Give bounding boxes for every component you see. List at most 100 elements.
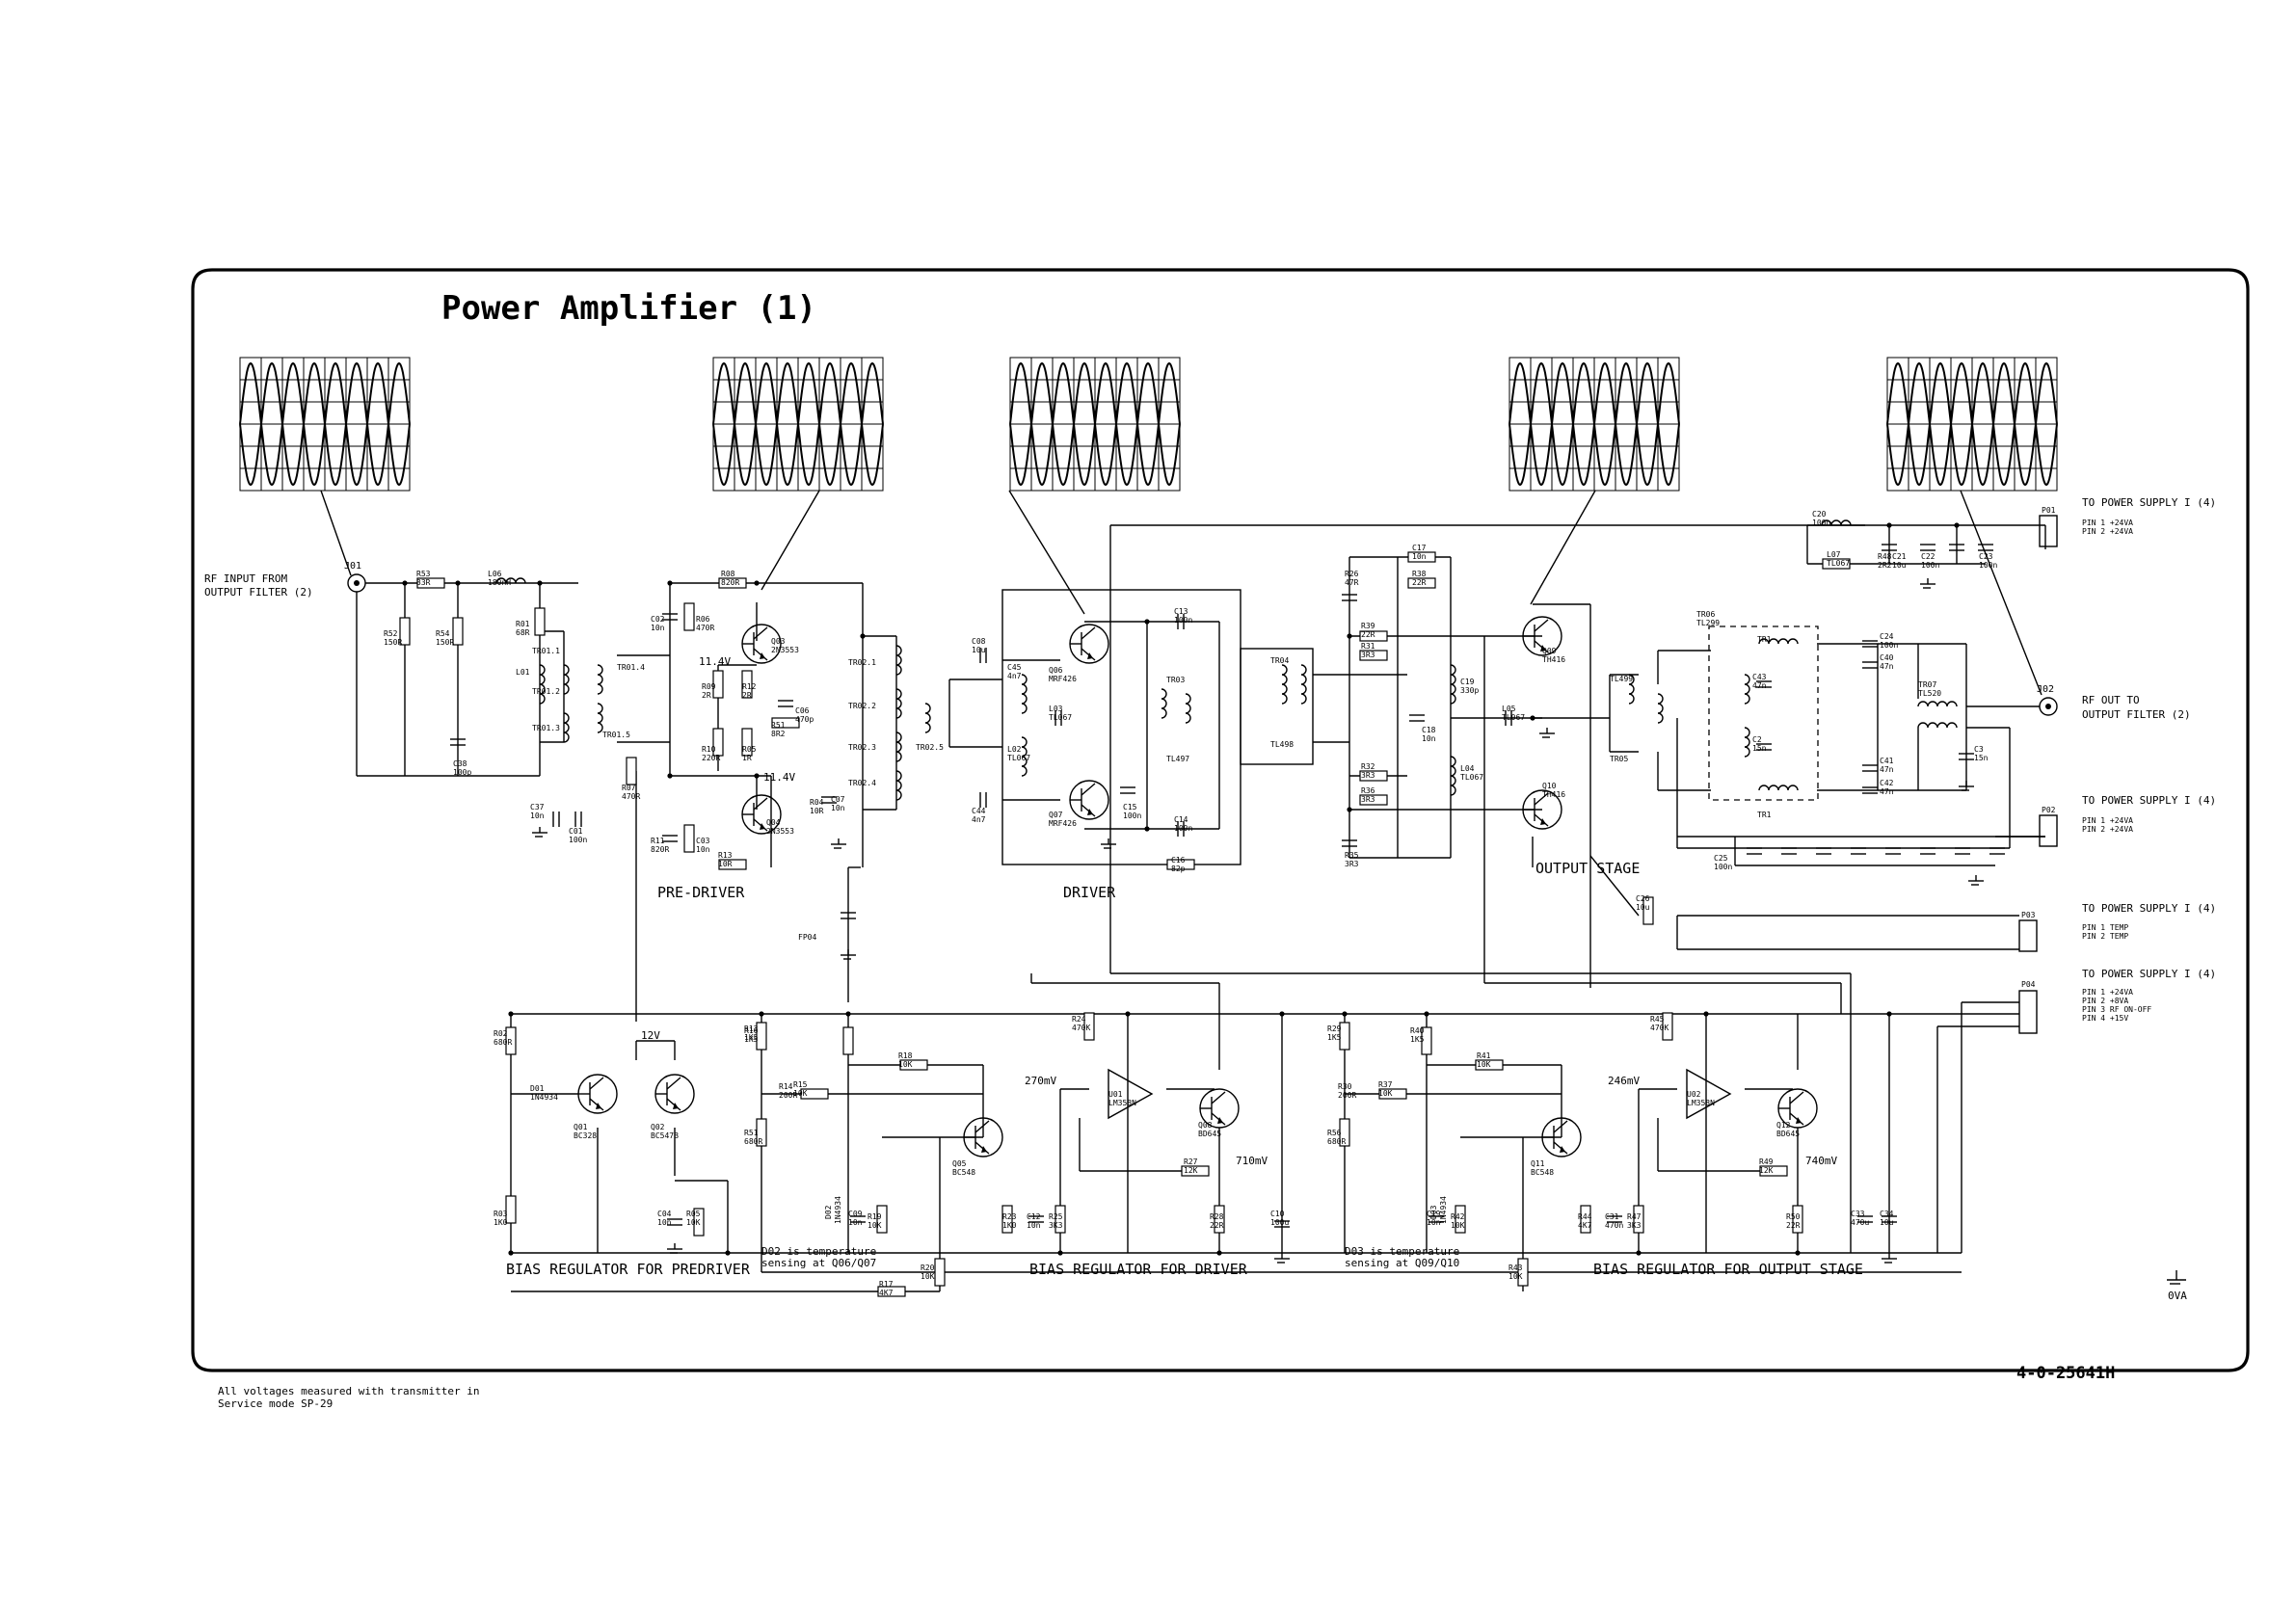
ground-symbol bbox=[667, 1243, 682, 1254]
component-value: 1K5 bbox=[1410, 1035, 1425, 1044]
component-value: 470K bbox=[1072, 1024, 1090, 1032]
resistor-symbol bbox=[1214, 1205, 1225, 1234]
inductor-symbol bbox=[597, 664, 603, 695]
component-ref: R28 bbox=[1210, 1212, 1224, 1221]
inductor-symbol bbox=[895, 770, 902, 801]
component-ref: R10 bbox=[702, 745, 716, 754]
transistor-symbol bbox=[654, 1074, 695, 1114]
capacitor-symbol bbox=[1747, 847, 1762, 855]
component-value: 1K0 bbox=[1002, 1221, 1017, 1230]
svg-text:TL520: TL520 bbox=[1918, 689, 1941, 698]
component-ref: C25 bbox=[1714, 854, 1728, 863]
ground-symbol bbox=[831, 838, 846, 849]
svg-text:RF INPUT FROM: RF INPUT FROM bbox=[204, 572, 287, 585]
inductor-symbol bbox=[1917, 701, 1958, 707]
junction-dot bbox=[754, 773, 760, 779]
capacitor-symbol bbox=[1920, 847, 1936, 855]
svg-text:Q12: Q12 bbox=[1776, 1121, 1791, 1130]
svg-text:Q09: Q09 bbox=[1542, 647, 1557, 655]
resistor-symbol bbox=[1339, 1022, 1350, 1051]
resistor-symbol bbox=[1181, 1165, 1210, 1177]
component-value: 10R bbox=[810, 807, 824, 815]
capacitor-symbol bbox=[450, 738, 466, 746]
ground-symbol bbox=[1920, 578, 1936, 589]
component-value: 100n bbox=[1921, 561, 1939, 570]
ground-symbol bbox=[841, 949, 856, 960]
svg-text:BC547B: BC547B bbox=[651, 1131, 679, 1140]
component-ref: C26 bbox=[1636, 894, 1650, 903]
transistor-symbol bbox=[1199, 1088, 1240, 1129]
component-value: 10u bbox=[972, 646, 986, 654]
svg-text:D03: D03 bbox=[1429, 1205, 1438, 1219]
svg-text:sensing at Q09/Q10: sensing at Q09/Q10 bbox=[1345, 1257, 1459, 1269]
capacitor-symbol bbox=[1428, 1215, 1444, 1223]
component-value: 470R bbox=[622, 792, 640, 801]
transistor-symbol bbox=[741, 624, 782, 664]
capacitor-symbol bbox=[841, 912, 856, 919]
bias-wiring bbox=[510, 771, 2019, 1292]
junction-dot bbox=[1886, 522, 1892, 528]
component-value: 10K bbox=[1378, 1089, 1393, 1098]
component-ref: C19 bbox=[1427, 1210, 1441, 1218]
component-value: 820R bbox=[651, 845, 669, 854]
component-value: 220R bbox=[702, 754, 720, 762]
component-ref: R05 bbox=[742, 745, 757, 754]
resistor-symbol bbox=[1407, 551, 1436, 563]
component-value: 22R bbox=[1786, 1221, 1801, 1230]
junction-dot bbox=[754, 580, 760, 586]
component-ref: C38 bbox=[453, 759, 467, 768]
component-ref: C44 bbox=[972, 807, 986, 815]
component-ref: R13 bbox=[718, 851, 733, 860]
resistor-symbol bbox=[934, 1258, 946, 1287]
svg-text:MRF426: MRF426 bbox=[1049, 819, 1077, 828]
resistor-symbol bbox=[899, 1059, 928, 1071]
inductor-symbol bbox=[895, 688, 902, 719]
svg-text:BC548: BC548 bbox=[952, 1168, 975, 1177]
component-value: 680R bbox=[1327, 1137, 1346, 1146]
component-ref: L04 bbox=[1460, 764, 1475, 773]
component-value: 10n bbox=[1027, 1221, 1041, 1230]
capacitor-symbol bbox=[1862, 764, 1878, 772]
svg-text:LM358N: LM358N bbox=[1108, 1099, 1136, 1107]
opamp-symbol bbox=[1108, 1068, 1154, 1120]
component-ref: R36 bbox=[1361, 786, 1375, 795]
component-ref: R31 bbox=[1361, 642, 1375, 651]
capacitor-symbol bbox=[1885, 847, 1901, 855]
section-predriver: PRE-DRIVER bbox=[657, 884, 745, 901]
capacitor-symbol bbox=[1955, 847, 1970, 855]
svg-text:Q07: Q07 bbox=[1049, 811, 1063, 819]
component-ref: C13 bbox=[1174, 607, 1188, 616]
section-bias-predriver: BIAS REGULATOR FOR PREDRIVER bbox=[506, 1261, 751, 1278]
resistor-symbol bbox=[718, 859, 747, 870]
svg-text:0VA: 0VA bbox=[2168, 1290, 2187, 1302]
junction-dot bbox=[725, 1250, 731, 1256]
component-value: 470u bbox=[1851, 1218, 1869, 1227]
section-bias-output: BIAS REGULATOR FOR OUTPUT STAGE bbox=[1593, 1261, 1863, 1278]
svg-text:P04: P04 bbox=[2021, 980, 2036, 989]
component-ref: R23 bbox=[1002, 1212, 1017, 1221]
component-value: 10n bbox=[657, 1218, 672, 1227]
component-value: 1K5 bbox=[744, 1033, 759, 1042]
svg-text:U02: U02 bbox=[1687, 1090, 1701, 1099]
component-ref: C41 bbox=[1880, 757, 1894, 765]
component-value: 10K bbox=[1451, 1221, 1465, 1230]
capacitor-symbol bbox=[574, 812, 582, 827]
component-value: 4n7 bbox=[1007, 672, 1022, 680]
inductor-symbol bbox=[563, 712, 570, 743]
svg-text:TH416: TH416 bbox=[1542, 655, 1565, 664]
svg-text:TR1: TR1 bbox=[1757, 635, 1772, 644]
component-ref: C31 bbox=[1605, 1212, 1619, 1221]
svg-text:D02: D02 bbox=[824, 1205, 833, 1219]
junction-dot bbox=[1347, 807, 1352, 812]
svg-text:1N4934: 1N4934 bbox=[834, 1196, 842, 1224]
component-value: 47n bbox=[1752, 681, 1767, 690]
svg-text:246mV: 246mV bbox=[1608, 1075, 1640, 1087]
component-ref: L01 bbox=[516, 668, 530, 677]
svg-text:Q06: Q06 bbox=[1049, 666, 1063, 675]
capacitor-symbol bbox=[1274, 1220, 1290, 1228]
resistor-symbol bbox=[1001, 1205, 1013, 1234]
resistor-symbol bbox=[1662, 1012, 1673, 1041]
section-labels: PRE-DRIVER DRIVER OUTPUT STAGE BIAS REGU… bbox=[506, 860, 1863, 1278]
ground-symbol bbox=[1968, 875, 1984, 886]
component-value: 10u bbox=[1892, 561, 1907, 570]
